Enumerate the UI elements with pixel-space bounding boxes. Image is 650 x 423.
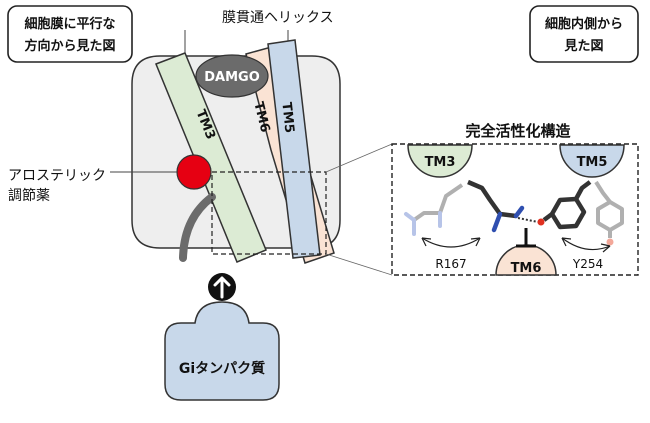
tm5-label: TM5 bbox=[278, 102, 296, 134]
y254-arrowhead-left bbox=[561, 237, 572, 247]
allosteric-modulator-label-line2: 調節薬 bbox=[8, 187, 50, 204]
damgo-ligand bbox=[195, 54, 269, 98]
zoom-tm3-helix bbox=[407, 144, 473, 178]
damgo-label: DAMGO bbox=[204, 70, 260, 85]
intracellular-loop bbox=[179, 193, 216, 262]
intracellular-view-label-line2: 見た図 bbox=[563, 39, 603, 54]
r167-active-n2 bbox=[513, 205, 525, 219]
y254-active-ring bbox=[549, 196, 587, 230]
y254-inactive-chain bbox=[594, 180, 612, 204]
allosteric-modulator bbox=[176, 154, 212, 190]
tm5-helix bbox=[267, 39, 321, 259]
transmembrane-helix-label: 膜貫通ヘリックス bbox=[222, 10, 334, 26]
zoom-tm5-helix bbox=[559, 144, 625, 178]
r167-active-n1 bbox=[491, 211, 503, 233]
y254-arrowhead-right bbox=[600, 243, 611, 253]
gi-protein-label: Giタンパク質 bbox=[179, 360, 265, 377]
r167-active-sidechain bbox=[467, 179, 517, 219]
zoom-connector-top bbox=[325, 143, 393, 173]
y254-movement-arrow bbox=[561, 237, 611, 251]
zoom-tm5-label: TM5 bbox=[577, 155, 608, 170]
zoom-panel-title: 完全活性化構造 bbox=[465, 122, 570, 140]
r167-arrowhead-right bbox=[470, 237, 481, 247]
membrane-view-label-box bbox=[7, 5, 133, 63]
y254-active-chain bbox=[574, 180, 592, 201]
zoom-tm6-label: TM6 bbox=[511, 261, 542, 276]
tm6-label: TM6 bbox=[250, 100, 272, 134]
intracellular-view-label-line1: 細胞内側から bbox=[545, 16, 623, 32]
intracellular-view-label-box bbox=[529, 5, 639, 63]
y254-inactive-oxygen bbox=[606, 238, 614, 246]
zoom-tm3-label: TM3 bbox=[425, 155, 456, 170]
membrane-view-label-line2: 方向から見た図 bbox=[24, 38, 115, 54]
r167-movement-arrow bbox=[421, 237, 481, 248]
hydrogen-bond bbox=[517, 217, 539, 223]
zoom-connector-bottom bbox=[325, 253, 393, 276]
membrane-view-label-line1: 細胞膜に平行な bbox=[24, 16, 115, 32]
r167-label: R167 bbox=[435, 257, 466, 271]
gi-protein bbox=[164, 301, 280, 401]
r167-arrowhead-left bbox=[421, 237, 432, 247]
allosteric-modulator-label-line1: アロステリック bbox=[8, 168, 106, 184]
y254-active-oxygen bbox=[537, 218, 545, 226]
up-arrow-icon bbox=[213, 276, 231, 299]
y254-label: Y254 bbox=[572, 257, 603, 271]
zoom-source-box bbox=[211, 171, 327, 255]
